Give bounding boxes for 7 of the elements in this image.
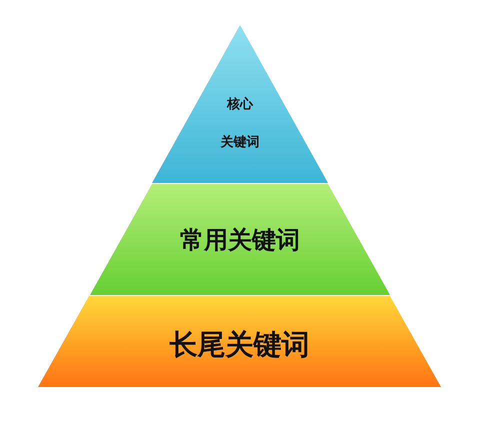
tier-label: 长尾关键词	[170, 327, 310, 363]
pyramid-tier	[90, 184, 390, 295]
tier-label: 关键词	[220, 134, 260, 151]
pyramid-tier	[152, 25, 328, 183]
tier-label: 核心	[227, 96, 253, 113]
tier-label: 常用关键词	[180, 225, 300, 256]
pyramid-tier	[38, 296, 441, 387]
